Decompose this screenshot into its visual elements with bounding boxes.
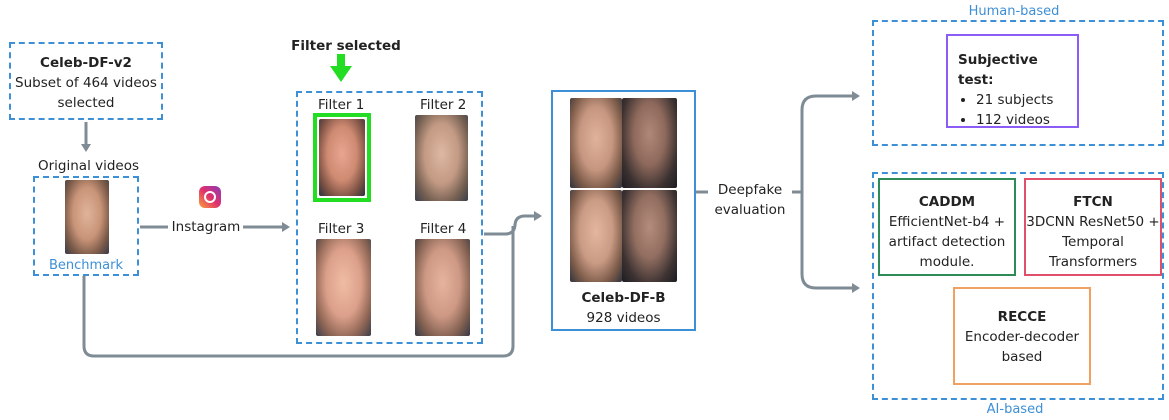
caddm-line3: module. [919, 254, 975, 270]
original-face-image [65, 180, 109, 254]
recce-line1: Encoder-decoder [964, 329, 1080, 345]
filter-3-face-image [316, 239, 371, 336]
arrow-branch-up [800, 91, 860, 192]
ai-based-label: AI-based [986, 402, 1044, 417]
ftcn-line3: Transformers [1048, 254, 1138, 270]
celeb-b-face-2 [622, 98, 677, 188]
filter-1-selected-frame [313, 113, 371, 202]
ftcn-line2: Temporal [1062, 234, 1124, 250]
subjective-item-videos: 112 videos [976, 110, 1077, 130]
filter-selected-label: Filter selected [291, 38, 401, 54]
arrow-branch-down [800, 192, 860, 293]
recce-line2: based [1001, 349, 1043, 365]
filter-4-label: Filter 4 [420, 221, 467, 237]
celeb-b-count: 928 videos [586, 310, 661, 326]
arrow-filters-to-celebb [484, 211, 542, 236]
filter-1-face-image [319, 119, 365, 196]
celeb-df-v2-title: Celeb-DF-v2 [40, 55, 132, 71]
benchmark-label: Benchmark [48, 258, 124, 273]
caddm-line1: EfficientNet-b4 + [888, 214, 1006, 230]
subjective-test-title: Subjective test: [958, 52, 1038, 88]
filter-2-face-image [415, 115, 468, 201]
celeb-b-face-3 [570, 190, 622, 282]
deepfake-line1: Deepfake [717, 182, 783, 198]
celeb-b-face-4 [622, 190, 677, 282]
original-videos-label: Original videos [38, 158, 140, 174]
celeb-df-v2-line1: Subset of 464 videos [15, 75, 157, 91]
ftcn-line1: 3DCNN ResNet50 + [1026, 214, 1160, 230]
celeb-b-face-1 [570, 98, 622, 188]
ftcn-box: FTCN 3DCNN ResNet50 + Temporal Transform… [1024, 178, 1162, 276]
subjective-item-subjects: 21 subjects [976, 90, 1077, 110]
ai-based-box [872, 172, 1164, 400]
filter-selected-arrow [330, 54, 352, 82]
celeb-df-v2-line2: selected [57, 95, 115, 111]
ftcn-title: FTCN [1073, 194, 1113, 210]
filter-2-label: Filter 2 [420, 97, 467, 113]
caddm-line2: artifact detection [888, 234, 1006, 250]
instagram-icon [199, 186, 221, 208]
celeb-df-v2-box: Celeb-DF-v2 Subset of 464 videos selecte… [9, 42, 163, 120]
human-based-box [872, 20, 1164, 146]
human-based-label: Human-based [968, 4, 1060, 19]
caddm-title: CADDM [918, 194, 976, 210]
filter-1-label: Filter 1 [318, 97, 365, 113]
arrow-benchmark-bypass [82, 226, 515, 358]
celeb-df-b-box: Celeb-DF-B 928 videos [551, 90, 696, 331]
caddm-box: CADDM EfficientNet-b4 + artifact detecti… [878, 178, 1016, 276]
original-video-box: Benchmark [33, 176, 139, 276]
filters-box: Filter 1 Filter 2 Filter 3 Filter 4 [296, 91, 483, 344]
deepfake-evaluation-label: Deepfake evaluation [708, 180, 792, 220]
recce-title: RECCE [997, 309, 1047, 325]
subjective-test-box: Subjective test: 21 subjects 112 videos [946, 34, 1079, 128]
celeb-b-title: Celeb-DF-B [581, 290, 666, 306]
deepfake-line2: evaluation [714, 202, 786, 218]
instagram-label: Instagram [171, 219, 241, 235]
recce-box: RECCE Encoder-decoder based [953, 287, 1091, 385]
filter-4-face-image [415, 239, 470, 336]
filter-3-label: Filter 3 [318, 221, 365, 237]
